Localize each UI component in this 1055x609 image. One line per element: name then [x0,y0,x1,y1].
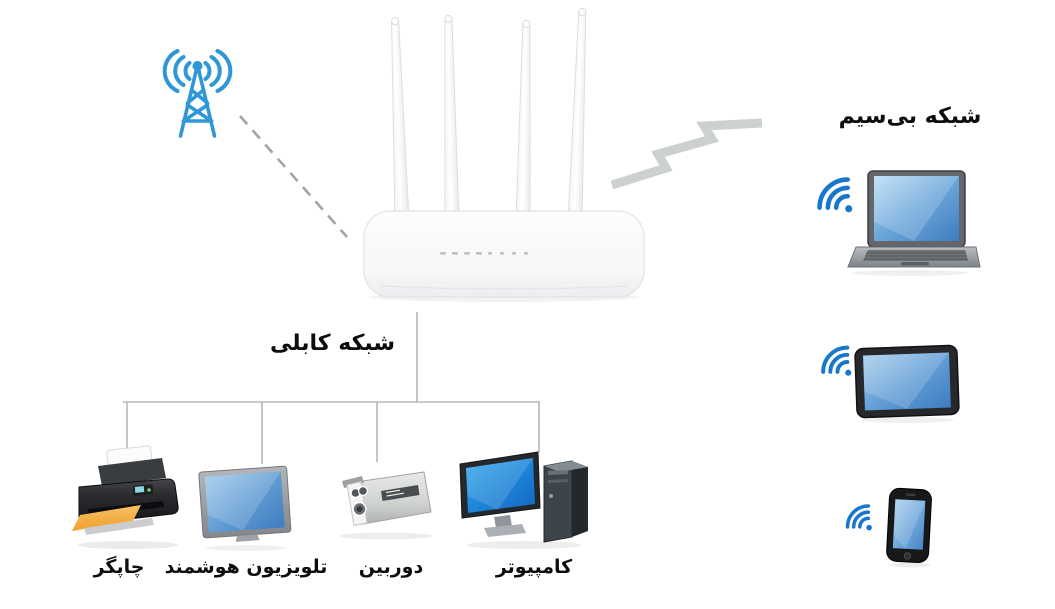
tv-stand [235,534,260,542]
laptop-screen [874,176,959,241]
printer-output-paper [72,505,141,531]
tv-screen [205,471,285,533]
tablet-screen [863,352,951,411]
computer-label: کامپیوتر [495,556,573,578]
tower-drive-slot [548,470,568,475]
wireless-zigzag-link [610,118,763,190]
wired-tree-lines [123,312,540,464]
laptop-icon [846,170,981,276]
tablet-icon [854,344,962,424]
camera-icon [326,460,446,542]
wan-dashed-line [239,115,348,238]
monitor-base [484,524,526,537]
smart-tv-label: تلویزیون هوشمند [164,556,328,578]
camera-ir-led [357,486,368,497]
tower-side [572,461,588,537]
computer-icon [458,444,592,550]
smartphone-screen [892,499,926,550]
wired-network-label: شبکه کابلی [270,331,395,356]
wifi-icon [836,496,876,533]
tower-power-button [549,494,553,498]
printer-display [134,486,145,493]
printer-output-tray [84,518,154,535]
smartphone-icon [884,487,936,568]
router-icon [358,5,650,303]
tower-top [544,461,588,472]
wifi-icon [804,166,858,216]
cell-tower-icon [150,35,245,145]
camera-label: دوربین [358,556,424,578]
printer-label: چاپگر [93,556,145,578]
printer-icon [66,445,190,550]
camera-label-band [381,485,420,501]
monitor-screen [466,458,535,513]
router-body [363,210,645,298]
smart-tv-icon [197,462,295,552]
wifi-icon [810,336,856,379]
monitor-stand [494,515,512,528]
tower-drive-slot [548,479,568,483]
wireless-network-label: شبکه بی‌سیم [838,104,982,129]
router-status-leds [440,252,528,255]
printer-rear-tray [98,458,166,486]
router-antennas [390,8,587,221]
